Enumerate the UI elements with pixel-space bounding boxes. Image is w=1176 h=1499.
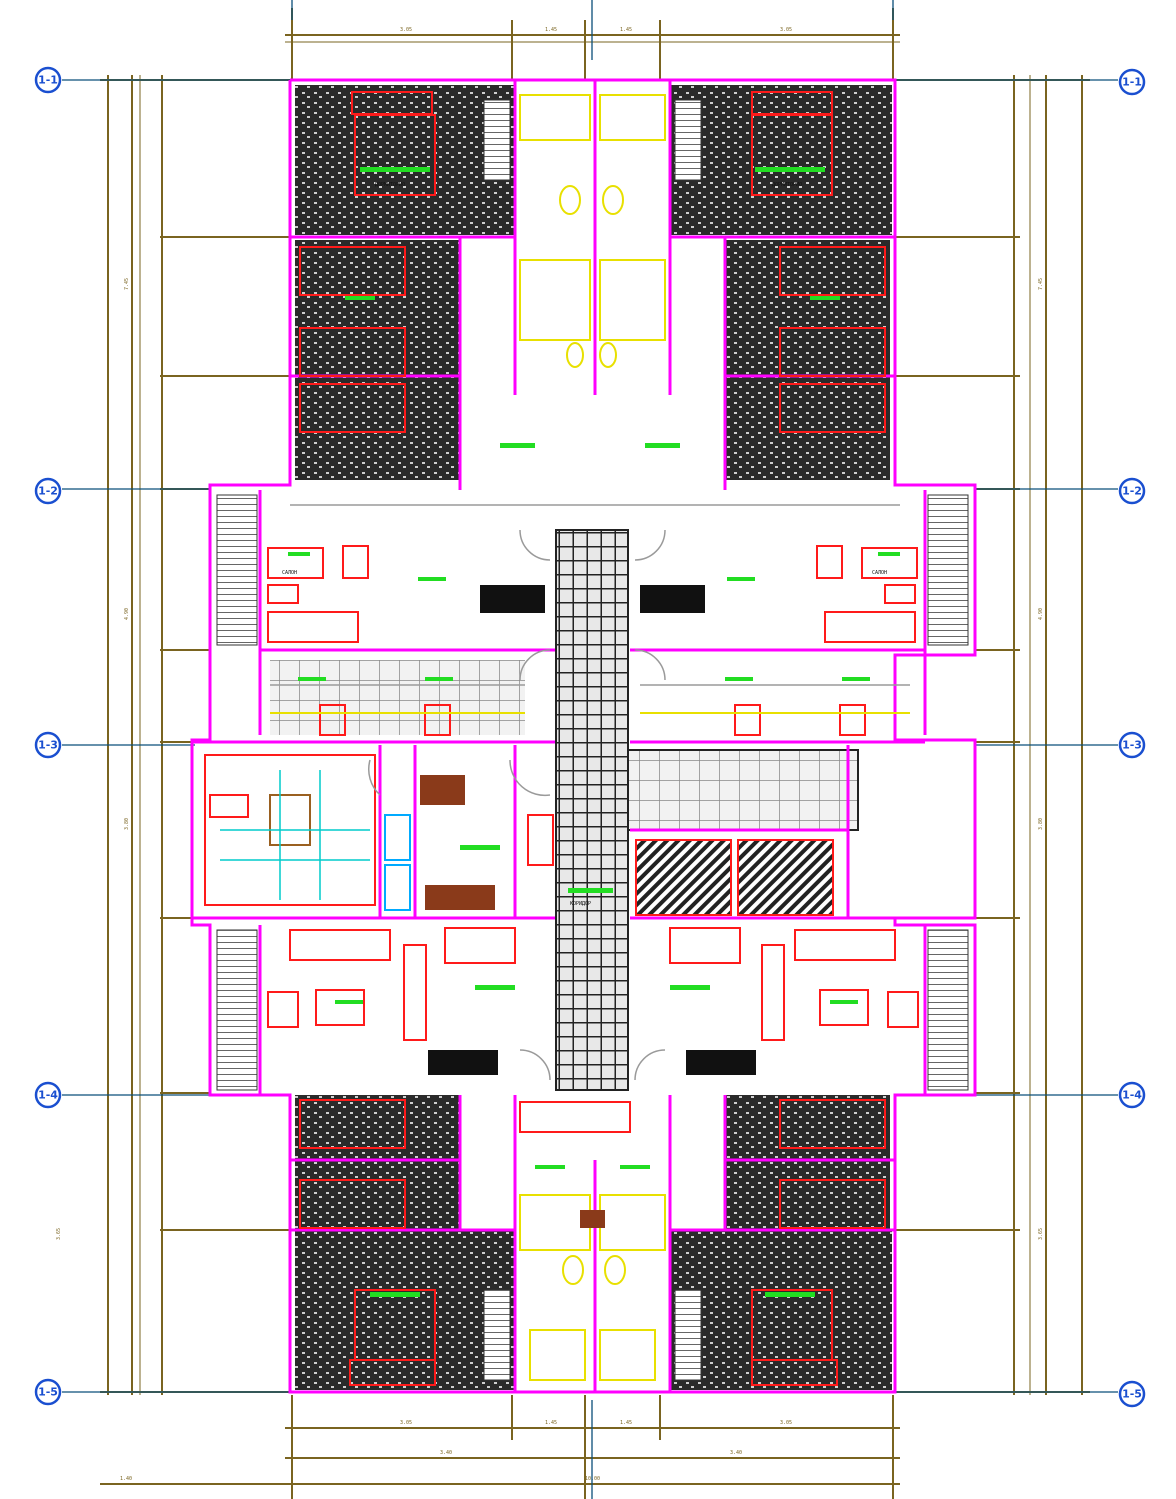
door-swings <box>270 504 910 1081</box>
room-label-corridor: КОРИДОР <box>570 901 591 907</box>
dim-left-1: 7.45 <box>124 278 130 290</box>
axis-bubble-right-2: 1-2 <box>1118 477 1146 505</box>
sanitary-fixtures <box>270 94 910 1381</box>
dimension-lines: 3.05 1.45 1.45 3.05 3.05 1.45 1.45 3.05 … <box>56 8 1090 1499</box>
dim-bottom-1: 3.05 <box>400 1420 412 1426</box>
dim-right-1: 7.45 <box>1038 278 1044 290</box>
axis-bubble-left-5: 1-5 <box>34 1378 62 1406</box>
dim-right-4: 3.65 <box>1038 1228 1044 1240</box>
dim-bottom-3: 1.45 <box>620 1420 632 1426</box>
axis-bubble-left-4: 1-4 <box>34 1081 62 1109</box>
dim-right-2: 4.90 <box>1038 608 1044 620</box>
svg-text:1-5: 1-5 <box>1122 1388 1142 1401</box>
dim-left-4: 3.65 <box>56 1228 62 1240</box>
room-label-living-right: САЛОН <box>872 570 887 576</box>
axis-bubble-left-1: 1-1 <box>34 66 62 94</box>
svg-text:1-4: 1-4 <box>1122 1089 1142 1102</box>
dim-top-3: 1.45 <box>620 27 632 33</box>
axis-bubble-left-3: 1-3 <box>34 731 62 759</box>
axis-bubble-left-2: 1-2 <box>34 477 62 505</box>
dim-bottom-5: 3.40 <box>440 1450 452 1456</box>
elevator-shaft <box>220 770 605 1228</box>
tiled-floors <box>295 85 892 1390</box>
dim-top-1: 3.05 <box>400 27 412 33</box>
dim-bottom-6: 3.40 <box>730 1450 742 1456</box>
svg-text:1-2: 1-2 <box>1122 485 1142 498</box>
room-label-living-left: САЛОН <box>282 570 297 576</box>
dim-bottom-7: 1.40 <box>120 1476 132 1482</box>
axis-bubble-right-3: 1-3 <box>1118 731 1146 759</box>
dim-left-2: 4.90 <box>124 608 130 620</box>
label-plates <box>428 585 756 1075</box>
axis-bubble-right-5: 1-5 <box>1118 1380 1146 1408</box>
dim-top-4: 3.05 <box>780 27 792 33</box>
central-corridor <box>270 529 859 1091</box>
shaft-hatch-1 <box>635 839 732 916</box>
stair-top-right <box>674 99 702 181</box>
exterior-walls <box>190 78 977 1394</box>
stair-right-lower <box>927 929 969 1091</box>
dim-top-2: 1.45 <box>545 27 557 33</box>
furniture <box>204 91 919 1386</box>
svg-text:1-3: 1-3 <box>38 739 58 752</box>
axis-bubble-right-1: 1-1 <box>1118 68 1146 96</box>
stair-right-upper <box>927 494 969 646</box>
stair-top-left <box>483 99 511 181</box>
grid-axes <box>62 0 1118 1499</box>
room-label-bedroom-top-left: ДОРМИТОРИО <box>375 182 405 188</box>
svg-text:1-1: 1-1 <box>38 74 58 87</box>
dim-bottom-2: 1.45 <box>545 1420 557 1426</box>
stair-bottom-right <box>674 1289 702 1381</box>
svg-text:1-3: 1-3 <box>1122 739 1142 752</box>
dim-left-3: 3.80 <box>124 818 130 830</box>
dim-right-3: 3.80 <box>1038 818 1044 830</box>
dim-bottom-4: 3.05 <box>780 1420 792 1426</box>
shaft-hatch-2 <box>737 839 834 916</box>
svg-text:1-5: 1-5 <box>38 1386 58 1399</box>
svg-text:1-2: 1-2 <box>38 485 58 498</box>
room-label-bedroom-top-right: ДОРМИТОРИО <box>772 182 802 188</box>
svg-text:1-1: 1-1 <box>1122 76 1142 89</box>
axis-bubble-right-4: 1-4 <box>1118 1081 1146 1109</box>
stair-left-upper <box>216 494 258 646</box>
stair-left-lower <box>216 929 258 1091</box>
stair-bottom-left <box>483 1289 511 1381</box>
room-label-markers <box>288 167 900 1297</box>
svg-text:1-4: 1-4 <box>38 1089 58 1102</box>
